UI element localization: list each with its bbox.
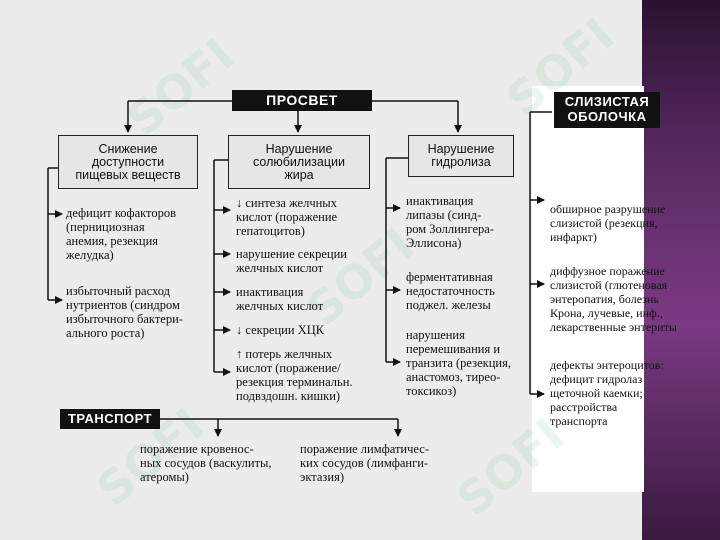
item-line: слизистой (глютеновая <box>550 278 668 292</box>
box-line: Снижение <box>98 141 158 156</box>
item-line: резекция терминальн. <box>236 375 353 389</box>
item-line: транспорта <box>550 414 608 428</box>
item-line: дефицит кофакторов <box>66 206 177 220</box>
box-line: жира <box>284 167 314 182</box>
item-line: ↓ секреции ХЦК <box>236 323 325 337</box>
transport-item: поражение кровенос- ных сосудов (васкули… <box>140 442 272 484</box>
box-line: пищевых веществ <box>75 167 181 182</box>
mucosa-item: диффузное поражение слизистой (глютенова… <box>550 264 677 334</box>
item-line: избыточный расход <box>66 284 171 298</box>
hydrolysis-box: Нарушение гидролиза <box>408 135 514 177</box>
solubilization-box: Нарушение солюбилизации жира <box>228 135 370 189</box>
item-line: расстройства <box>550 400 618 414</box>
availability-item: дефицит кофакторов (пернициозная анемия,… <box>66 206 176 262</box>
item-line: анемия, резекция <box>66 234 159 248</box>
item-line: щеточной каемки; <box>550 386 643 400</box>
box-line: гидролиза <box>431 155 491 169</box>
item-line: липазы (синд- <box>406 208 482 222</box>
item-line: Эллисона) <box>406 236 462 250</box>
item-line: обширное разрушение <box>550 202 666 216</box>
box-line: Нарушение <box>427 142 495 156</box>
availability-item: избыточный расход нутриентов (синдром из… <box>66 284 183 340</box>
solubilization-item: инактивация желчных кислот <box>236 285 323 313</box>
solubilization-item: ↑ потерь желчных кислот (поражение/ резе… <box>236 347 353 403</box>
solubilization-item: нарушение секреции желчных кислот <box>236 247 347 275</box>
item-line: кислот (поражение/ <box>236 361 341 375</box>
item-line: желудка) <box>66 248 114 262</box>
item-line: поражение лимфатичес- <box>300 442 429 456</box>
item-line: гепатоцитов) <box>236 224 305 238</box>
item-line: инактивация <box>236 285 304 299</box>
availability-box: Снижение доступности пищевых веществ <box>58 135 198 189</box>
item-line: избыточного бактери- <box>66 312 183 326</box>
hydrolysis-item: нарушения перемешивания и транзита (резе… <box>406 328 511 398</box>
item-line: токсикоз) <box>406 384 457 398</box>
item-line: дефицит гидролаз <box>550 372 643 386</box>
item-line: ных сосудов (васкулиты, <box>140 456 272 470</box>
item-line: ких сосудов (лимфанги- <box>300 456 429 470</box>
item-line: поджел. железы <box>406 298 491 312</box>
mucosa-panel <box>532 86 644 492</box>
item-line: слизистой (резекция, <box>550 216 658 230</box>
hydrolysis-item: ферментативная недостаточность поджел. ж… <box>406 270 495 312</box>
item-line: ального роста) <box>66 326 145 340</box>
item-line: поражение кровенос- <box>140 442 254 456</box>
item-line: нарушение секреции <box>236 247 347 261</box>
box-line: Нарушение <box>265 141 333 156</box>
item-line: недостаточность <box>406 284 495 298</box>
box-line: доступности <box>91 154 165 169</box>
item-line: энтеропатия, болезнь <box>550 292 659 306</box>
item-line: (пернициозная <box>66 220 145 234</box>
mucosa-header-line: ОБОЛОЧКА <box>567 109 647 124</box>
item-line: дефекты энтероцитов: <box>550 358 664 372</box>
lumen-header: ПРОСВЕТ <box>232 90 372 111</box>
item-line: нарушения <box>406 328 465 342</box>
hydrolysis-item: инактивация липазы (синд- ром Золлингера… <box>406 194 494 250</box>
item-line: желчных кислот <box>236 261 324 275</box>
solubilization-item: ↓ секреции ХЦК <box>236 323 324 337</box>
item-line: подвздошн. кишки) <box>236 389 341 403</box>
mucosa-header: СЛИЗИСТАЯ ОБОЛОЧКА <box>554 92 660 128</box>
mucosa-header-line: СЛИЗИСТАЯ <box>564 94 650 109</box>
item-line: атеромы) <box>140 470 189 484</box>
item-line: ↑ потерь желчных <box>236 347 333 361</box>
item-line: Крона, лучевые, инф., <box>550 306 663 320</box>
item-line: нутриентов (синдром <box>66 298 180 312</box>
item-line: кислот (поражение <box>236 210 338 224</box>
item-line: перемешивания и <box>406 342 501 356</box>
item-line: анастомоз, тирео- <box>406 370 501 384</box>
decorative-side-band <box>642 0 720 540</box>
item-line: ↓ синтеза желчных <box>236 196 337 210</box>
item-line: ром Золлингера- <box>406 222 494 236</box>
transport-header: ТРАНСПОРТ <box>60 409 160 429</box>
item-line: желчных кислот <box>236 299 324 313</box>
solubilization-item: ↓ синтеза желчных кислот (поражение гепа… <box>236 196 337 238</box>
item-line: транзита (резекция, <box>406 356 511 370</box>
box-line: солюбилизации <box>253 154 345 169</box>
item-line: инактивация <box>406 194 474 208</box>
item-line: инфаркт) <box>550 230 597 244</box>
item-line: лекарственные энтериты <box>550 320 677 334</box>
mucosa-item: дефекты энтероцитов: дефицит гидролаз ще… <box>550 358 664 428</box>
item-line: эктазия) <box>300 470 344 484</box>
item-line: диффузное поражение <box>550 264 665 278</box>
item-line: ферментативная <box>406 270 493 284</box>
mucosa-item: обширное разрушение слизистой (резекция,… <box>550 202 665 244</box>
transport-item: поражение лимфатичес- ких сосудов (лимфа… <box>300 442 429 484</box>
